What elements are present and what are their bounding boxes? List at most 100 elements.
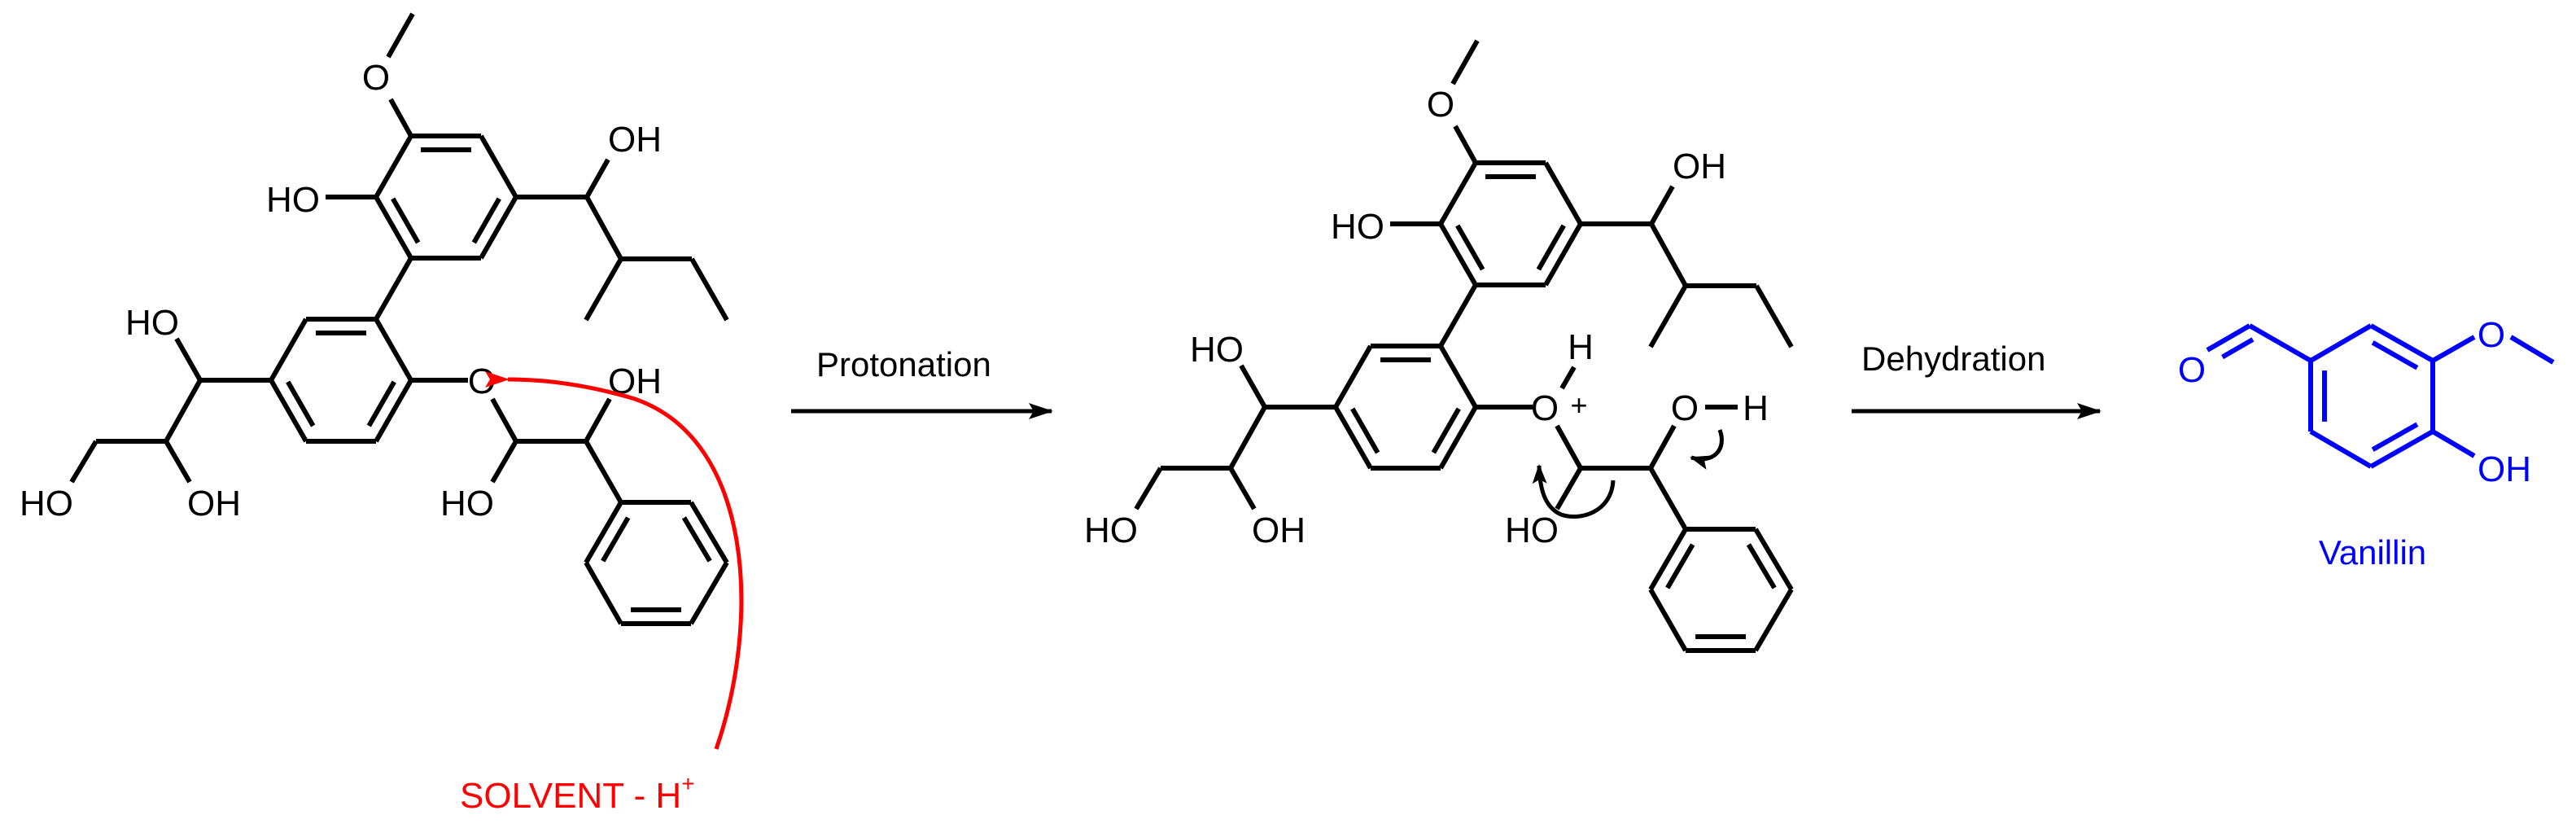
intermediate-bonds xyxy=(1134,39,1794,653)
phenyl-bond xyxy=(1648,528,1688,591)
ring-b-double-bond xyxy=(286,380,316,427)
reactant-side-oh-label: OH xyxy=(608,120,662,160)
vanillin-ring-double-bond xyxy=(2371,340,2419,370)
intermediate-oxonium-h-label: H xyxy=(1568,327,1594,367)
reactant-chain-oh-right-label: OH xyxy=(187,484,241,524)
side-chain-bond xyxy=(1649,222,1688,287)
biaryl-bond xyxy=(374,256,413,321)
biaryl-bond xyxy=(1438,283,1478,348)
vanillin-ring-bond xyxy=(2369,429,2434,469)
reactant-ring-a-ho-label: HO xyxy=(266,180,320,220)
ring-b-bond xyxy=(1333,344,1373,409)
side-chain-bond xyxy=(584,195,623,261)
ring-a-bond xyxy=(374,134,413,199)
product-vanillin: O O OH Vanillin xyxy=(2178,315,2555,572)
intermediate-side-oh-label: OH xyxy=(1673,147,1726,186)
vanillin-ring-bond xyxy=(2369,323,2434,363)
reactant-chain-ho-left-label: HO xyxy=(20,484,73,524)
ether-bond xyxy=(490,397,518,443)
phenyl-bond xyxy=(584,501,623,564)
product-bonds xyxy=(2206,323,2555,469)
glycerol-oh-bond xyxy=(1228,467,1257,510)
phenyl-double-bond xyxy=(601,516,631,563)
intermediate-methoxy-o-label: O xyxy=(1427,85,1454,125)
ring-a-bond xyxy=(374,195,413,260)
glycerol-oh-bond xyxy=(1239,364,1267,409)
phenol-oh-bond xyxy=(2431,429,2476,458)
methoxy-o-bond xyxy=(388,98,413,138)
ring-a-bond xyxy=(1543,222,1583,287)
ring-a-bond xyxy=(1438,222,1478,287)
methoxy-methyl-bond xyxy=(1450,39,1480,85)
ethyl-bond xyxy=(1754,284,1794,348)
glycerol-oh-bond xyxy=(1134,467,1163,510)
methoxy-methyl-bond xyxy=(2509,335,2555,365)
ring-a-double-bond xyxy=(1536,224,1566,271)
ring-b-bond xyxy=(269,379,308,443)
ring-b-double-bond xyxy=(366,380,396,427)
glycerol-bond xyxy=(164,379,203,443)
ring-b-bond xyxy=(374,318,413,382)
intermediate-beta-h-label: H xyxy=(1743,388,1769,428)
ring-b-double-bond xyxy=(1431,407,1461,454)
oxonium-h-bond xyxy=(1559,366,1577,390)
ring-a-bond xyxy=(479,195,518,260)
glycerol-bond xyxy=(1228,405,1267,470)
solvent-acid-charge: + xyxy=(681,771,694,796)
methyl-bond xyxy=(584,257,623,322)
dehydration-step: Dehydration xyxy=(1852,340,2101,419)
intermediate-oxonium: O HO OH HO HO OH O H + O H HO xyxy=(1084,39,1794,653)
ethyl-bond xyxy=(689,257,729,322)
side-oh-bond xyxy=(584,158,610,199)
ring-b-bond xyxy=(374,379,413,443)
reactant-chain-ho-top-label: HO xyxy=(125,303,179,343)
ring-a-bond xyxy=(479,134,518,199)
glycerol-oh-bond xyxy=(174,337,203,382)
solvent-acid-text: SOLVENT - H xyxy=(460,776,681,816)
phenyl-bond xyxy=(689,561,729,625)
ring-b-bond xyxy=(1333,405,1373,470)
electron-push-arrow-cleavage xyxy=(1532,464,1616,519)
reactant-bonds xyxy=(69,12,729,626)
ring-a-double-bond xyxy=(471,197,501,244)
ring-b-bond xyxy=(1438,405,1478,470)
phenyl-double-bond xyxy=(681,516,712,563)
methyl-bond xyxy=(1648,284,1688,348)
product-aldehyde-o-label: O xyxy=(2178,350,2206,390)
phenyl-bond xyxy=(1648,467,1688,531)
phenyl-double-bond xyxy=(1746,543,1777,589)
protonation-attack-arrow xyxy=(484,370,744,750)
solvent-acid-label: SOLVENT - H+ xyxy=(460,771,695,816)
aldehyde-c-bond xyxy=(2248,323,2312,363)
intermediate-chain-oh-right-label: OH xyxy=(1252,510,1305,550)
intermediate-beta-o-label: O xyxy=(1671,388,1699,428)
reactant-ether-o-label: O xyxy=(468,361,496,401)
product-methoxy-o-label: O xyxy=(2478,315,2505,355)
product-phenol-oh-label: OH xyxy=(2478,449,2531,489)
methoxy-o-bond xyxy=(2431,335,2476,363)
product-name: Vanillin xyxy=(2319,533,2426,572)
electron-push-arrow-oh xyxy=(1690,429,1724,470)
intermediate-oxonium-o-label: O xyxy=(1531,388,1559,428)
ring-b-bond xyxy=(1438,344,1478,409)
reactant-lignin-dimer: O HO OH HO HO OH O OH HO xyxy=(20,12,729,626)
intermediate-chain-ho-left-label: HO xyxy=(1084,510,1138,550)
reactant-acetal-ho-label: HO xyxy=(440,484,494,524)
protonation-label: Protonation xyxy=(816,345,991,383)
ring-a-bond xyxy=(1438,161,1478,226)
carbonyl-bond xyxy=(2206,323,2251,353)
vanillin-ring-bond xyxy=(2309,323,2373,363)
ring-b-bond xyxy=(269,318,308,382)
glycerol-oh-bond xyxy=(164,440,192,484)
phenyl-bond xyxy=(584,561,623,625)
acetal-oh-bond xyxy=(490,440,518,484)
phenyl-double-bond xyxy=(1665,543,1695,589)
phenyl-bond xyxy=(584,440,623,504)
side-oh-bond xyxy=(1649,185,1675,226)
protonation-step: Protonation xyxy=(791,345,1053,419)
intermediate-acetal-ho-label: HO xyxy=(1505,510,1559,550)
methoxy-o-bond xyxy=(1453,125,1478,164)
intermediate-oxonium-charge: + xyxy=(1570,388,1587,422)
ring-a-double-bond xyxy=(391,197,421,244)
